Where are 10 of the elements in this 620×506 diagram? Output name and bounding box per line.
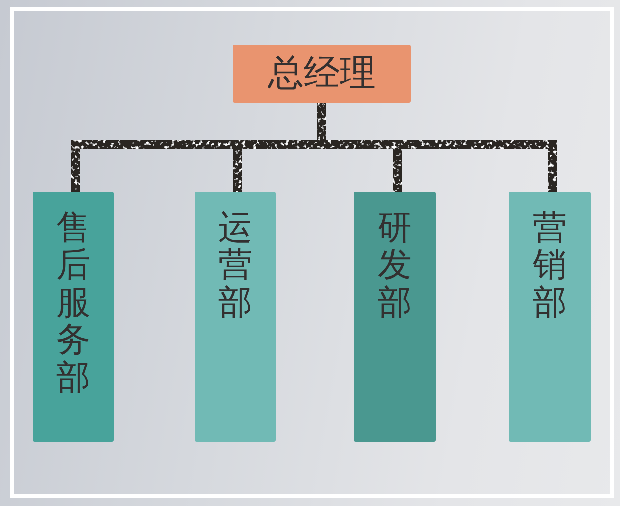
node-label: 营销部 (533, 210, 567, 322)
department-box (33, 192, 114, 442)
org-chart-box (233, 45, 411, 103)
node-label: 研发部 (378, 210, 412, 322)
node-label: 总经理 (266, 52, 377, 96)
department-box (354, 192, 436, 442)
node-label: 售后服务部 (56, 210, 90, 397)
node-label: 运营部 (218, 210, 252, 322)
department-box (195, 192, 276, 442)
department-box (509, 192, 591, 442)
